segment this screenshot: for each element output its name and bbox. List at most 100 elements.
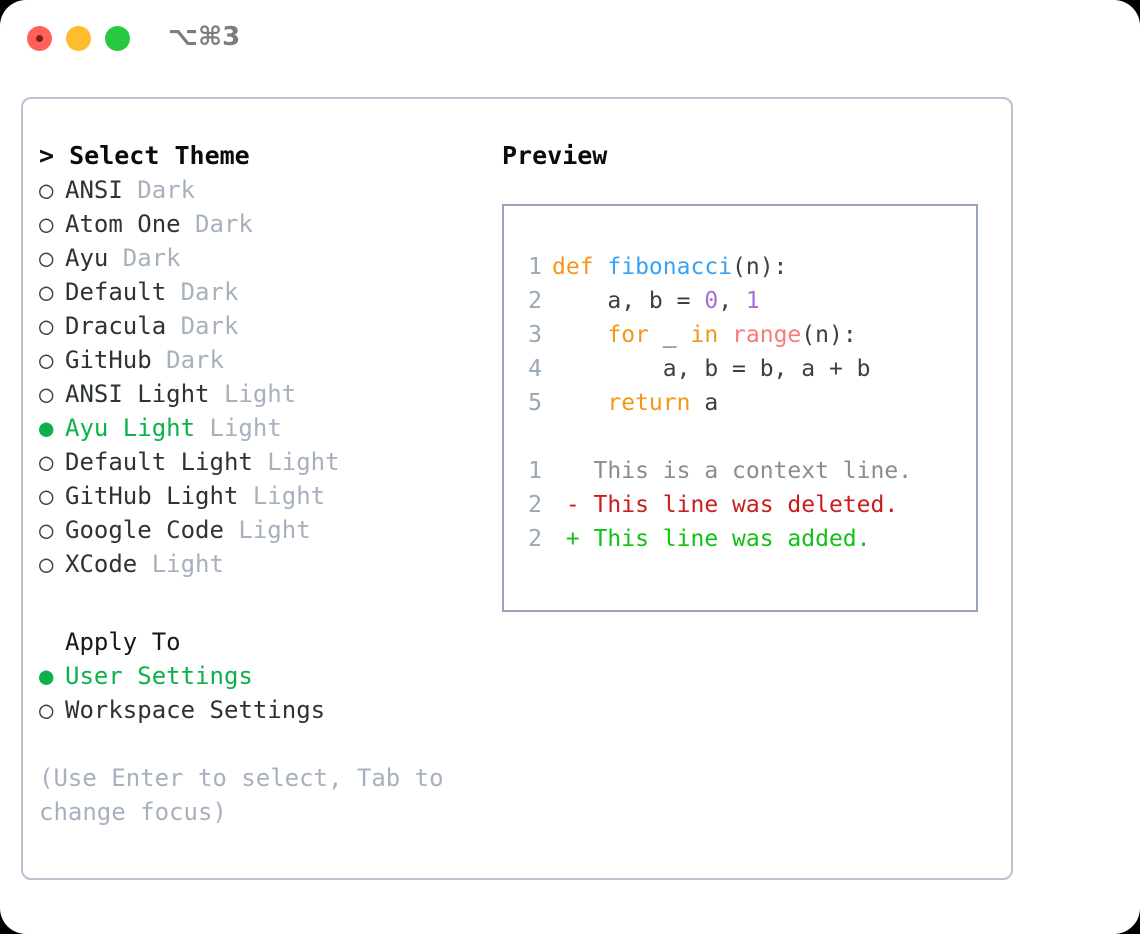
diff-line-add: 2 + This line was added. [520, 522, 966, 556]
theme-option-variant: Light [137, 550, 224, 578]
code-token-punc: , [718, 288, 746, 314]
radio-unselected-icon: ○ [39, 550, 54, 578]
apply-to-option-user-settings[interactable]: ● User Settings [39, 659, 479, 693]
theme-option-variant: Dark [166, 278, 239, 306]
theme-option-variant: Dark [108, 244, 181, 272]
theme-option-dracula[interactable]: ○ Dracula Dark [39, 309, 479, 343]
keyboard-hint-text: (Use Enter to select, Tab to change focu… [39, 764, 459, 826]
radio-unselected-icon: ○ [39, 346, 54, 374]
theme-option-ayu[interactable]: ○Ayu Dark [39, 241, 479, 275]
preview-column: Preview [502, 139, 992, 173]
hint-spacer [39, 727, 479, 761]
theme-option-xcode[interactable]: ○ XCode Light [39, 547, 479, 581]
radio-selected-icon: ● [39, 662, 54, 690]
theme-option-name: Ayu Light [65, 414, 196, 442]
theme-option-ansi[interactable]: ○ANSI Dark [39, 173, 479, 207]
theme-option-name: Default [65, 278, 167, 306]
radio-unselected-icon: ○ [39, 516, 54, 544]
code-token-id: a, b = [552, 288, 705, 314]
theme-option-list: ○ANSI Dark○Atom One Dark○Ayu Dark○Defaul… [39, 173, 479, 581]
theme-option-variant: Light [252, 448, 340, 476]
radio-unselected-icon: ○ [39, 448, 54, 476]
theme-option-default-light[interactable]: ○Default Light Light [39, 445, 479, 479]
close-button[interactable] [27, 26, 52, 51]
theme-option-name: GitHub Light [65, 482, 239, 510]
radio-unselected-icon: ○ [39, 380, 54, 408]
theme-option-google-code[interactable]: ○Google Code Light [39, 513, 479, 547]
theme-option-name: Ayu [65, 244, 109, 272]
code-token-id: a, b = b, a + b [552, 356, 871, 382]
theme-option-ayu-light[interactable]: ● Ayu Light Light [39, 411, 479, 445]
theme-option-name: GitHub [65, 346, 152, 374]
theme-option-variant: Dark [166, 312, 239, 340]
theme-option-default[interactable]: ○ Default Dark [39, 275, 479, 309]
diff-line-del: 2 - This line was deleted. [520, 488, 966, 522]
keyboard-shortcut-label: ⌥⌘3 [168, 22, 241, 52]
theme-option-github-light[interactable]: ○ GitHub Light Light [39, 479, 479, 513]
theme-option-name: Dracula [65, 312, 167, 340]
minimize-button[interactable] [66, 26, 91, 51]
diff-sample-block: 1 This is a context line.2 - This line w… [520, 454, 966, 556]
code-line: 2 a, b = 0, 1 [520, 284, 966, 318]
diff-spacer [520, 420, 966, 454]
theme-option-name: XCode [65, 550, 138, 578]
diff-line-number: 2 [528, 526, 542, 552]
apply-to-option-label: User Settings [65, 662, 253, 690]
code-line-number: 3 [528, 322, 542, 348]
theme-option-variant: Dark [151, 346, 224, 374]
radio-selected-icon: ● [39, 414, 54, 442]
radio-unselected-icon: ○ [39, 482, 54, 510]
radio-unselected-icon: ○ [39, 696, 54, 724]
window-controls [27, 26, 130, 51]
theme-picker-column: > Select Theme ○ANSI Dark○Atom One Dark○… [39, 139, 479, 829]
section-spacer [39, 581, 479, 625]
diff-line-text: + This line was added. [552, 526, 871, 552]
zoom-button[interactable] [105, 26, 130, 51]
code-token-num: 1 [745, 288, 760, 314]
code-line-number: 4 [528, 356, 542, 382]
code-line-number: 5 [528, 390, 542, 416]
apply-to-heading: Apply To [65, 628, 181, 656]
code-line-number: 2 [528, 288, 542, 314]
theme-option-name: ANSI [65, 176, 123, 204]
theme-option-name: Atom One [65, 210, 181, 238]
apply-to-option-label: Workspace Settings [65, 696, 326, 724]
apply-to-option-list: ● User Settings ○ Workspace Settings [39, 659, 479, 727]
theme-option-variant: Light [195, 414, 282, 442]
preview-heading: Preview [502, 141, 608, 170]
code-token-kw: return [552, 390, 691, 416]
apply-to-option-workspace-settings[interactable]: ○ Workspace Settings [39, 693, 479, 727]
code-token-id: a [690, 390, 719, 416]
code-line: 4 a, b = b, a + b [520, 352, 966, 386]
title-bar: ⌥⌘3 [0, 0, 1140, 78]
code-token-kw: for [552, 322, 649, 348]
main-content-panel: > Select Theme ○ANSI Dark○Atom One Dark○… [21, 97, 1013, 880]
radio-unselected-icon: ○ [39, 278, 54, 306]
radio-unselected-icon: ○ [39, 210, 54, 238]
code-token-kw: def [552, 254, 608, 280]
theme-option-variant: Dark [180, 210, 253, 238]
theme-option-ansi-light[interactable]: ○ANSI Light Light [39, 377, 479, 411]
code-token-call: range [732, 322, 802, 348]
code-token-punc: (n): [801, 322, 857, 348]
radio-unselected-icon: ○ [39, 312, 54, 340]
diff-line-text: This is a context line. [552, 458, 913, 484]
theme-option-variant: Light [223, 516, 311, 544]
radio-unselected-icon: ○ [39, 176, 54, 204]
diff-line-text: - This line was deleted. [552, 492, 899, 518]
diff-line-ctx: 1 This is a context line. [520, 454, 966, 488]
code-line: 3 for _ in range(n): [520, 318, 966, 352]
theme-option-name: ANSI Light [65, 380, 210, 408]
code-token-punc: (n): [732, 254, 788, 280]
theme-option-variant: Light [238, 482, 326, 510]
theme-option-github[interactable]: ○ GitHub Dark [39, 343, 479, 377]
select-theme-heading: > Select Theme [39, 141, 250, 170]
theme-option-atom-one[interactable]: ○ Atom One Dark [39, 207, 479, 241]
diff-line-number: 1 [528, 458, 542, 484]
code-token-fn: fibonacci [607, 254, 733, 280]
